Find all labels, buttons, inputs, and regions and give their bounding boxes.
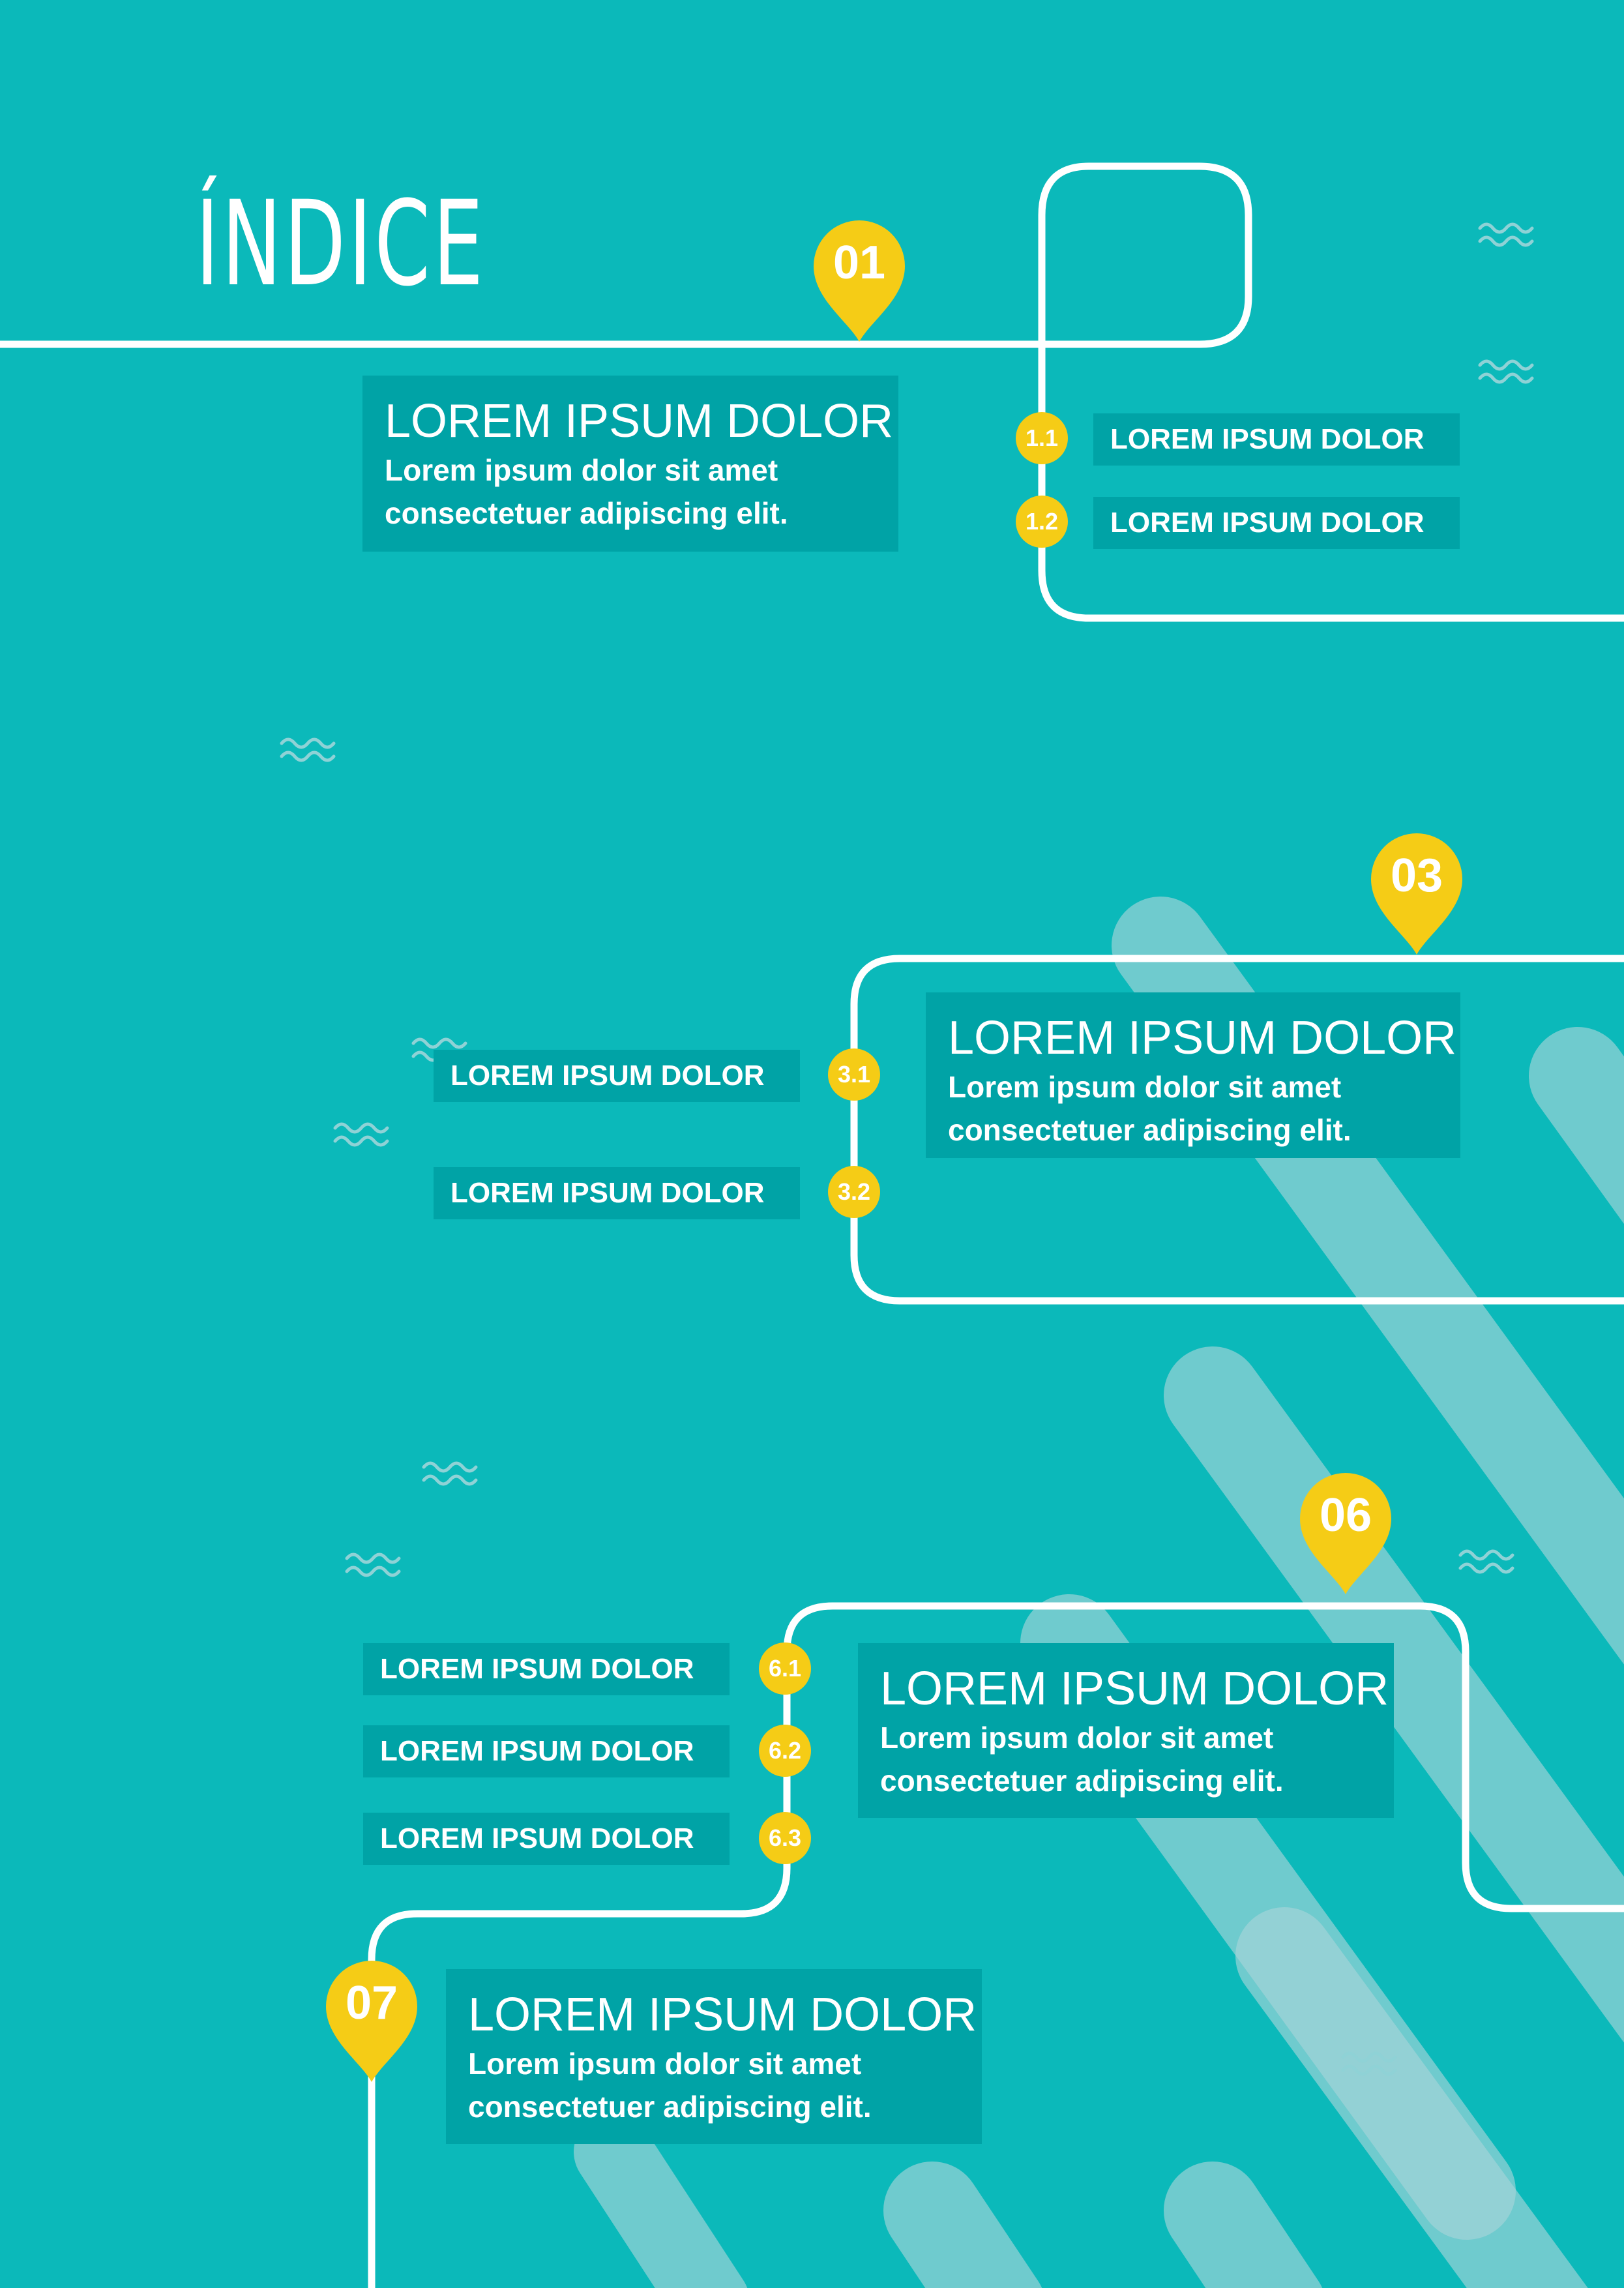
section-06-pin: 06 [1297, 1466, 1395, 1597]
item-1-2-label[interactable]: LOREM IPSUM DOLOR [1093, 497, 1460, 549]
stripe [1164, 2162, 1322, 2288]
stripe [883, 2162, 1042, 2288]
section-heading: LOREM IPSUM DOLOR [385, 395, 894, 447]
connector-line [0, 162, 1624, 2288]
section-06-card[interactable]: LOREM IPSUM DOLOR Lorem ipsum dolor sit … [858, 1643, 1394, 1818]
item-1-1-label[interactable]: LOREM IPSUM DOLOR [1093, 413, 1460, 466]
section-heading: LOREM IPSUM DOLOR [880, 1663, 1389, 1715]
section-desc-line2: consectetuer adipiscing elit. [880, 1764, 1284, 1798]
item-6-1-badge: 6.1 [759, 1642, 811, 1695]
section-01-card[interactable]: LOREM IPSUM DOLOR Lorem ipsum dolor sit … [362, 376, 898, 552]
section-heading: LOREM IPSUM DOLOR [948, 1012, 1457, 1064]
section-03-card[interactable]: LOREM IPSUM DOLOR Lorem ipsum dolor sit … [926, 992, 1460, 1158]
map-pin-icon [814, 220, 905, 342]
item-3-1-badge: 3.1 [828, 1048, 880, 1101]
item-6-1-label[interactable]: LOREM IPSUM DOLOR [363, 1643, 730, 1695]
section-desc-line2: consectetuer adipiscing elit. [948, 1113, 1351, 1147]
section-07-card[interactable]: LOREM IPSUM DOLOR Lorem ipsum dolor sit … [446, 1969, 982, 2144]
item-1-2-badge: 1.2 [1016, 496, 1068, 548]
section-number: 01 [833, 237, 886, 289]
item-3-2-badge: 3.2 [828, 1166, 880, 1218]
item-6-2-badge: 6.2 [759, 1725, 811, 1777]
section-desc-line1: Lorem ipsum dolor sit amet [880, 1721, 1274, 1755]
map-pin-icon [1300, 1473, 1391, 1594]
section-07-pin: 07 [323, 1954, 421, 2085]
section-03-pin: 03 [1368, 827, 1466, 957]
map-pin-icon [1371, 833, 1462, 955]
section-desc-line2: consectetuer adipiscing elit. [468, 2090, 872, 2124]
section-number: 03 [1390, 850, 1443, 902]
section-desc-line1: Lorem ipsum dolor sit amet [468, 2047, 862, 2081]
section-01-pin: 01 [810, 214, 908, 344]
section-desc-line1: Lorem ipsum dolor sit amet [948, 1070, 1342, 1104]
item-3-1-label[interactable]: LOREM IPSUM DOLOR [434, 1050, 800, 1102]
section-desc-line1: Lorem ipsum dolor sit amet [385, 453, 778, 487]
section-number: 06 [1319, 1489, 1372, 1541]
stripe [574, 2113, 747, 2288]
item-1-1-badge: 1.1 [1016, 412, 1068, 464]
item-6-2-label[interactable]: LOREM IPSUM DOLOR [363, 1725, 730, 1777]
section-number: 07 [345, 1977, 398, 2029]
map-pin-icon [326, 1961, 417, 2082]
item-6-3-label[interactable]: LOREM IPSUM DOLOR [363, 1813, 730, 1865]
item-3-2-label[interactable]: LOREM IPSUM DOLOR [434, 1167, 800, 1219]
stripe [1529, 1027, 1624, 1224]
stripe [1235, 1907, 1588, 2288]
item-6-3-badge: 6.3 [759, 1812, 811, 1864]
stripe [1164, 1346, 1624, 2043]
section-desc-line2: consectetuer adipiscing elit. [385, 496, 788, 530]
section-heading: LOREM IPSUM DOLOR [468, 1989, 977, 2041]
page-title: ÍNDICE [196, 176, 486, 312]
